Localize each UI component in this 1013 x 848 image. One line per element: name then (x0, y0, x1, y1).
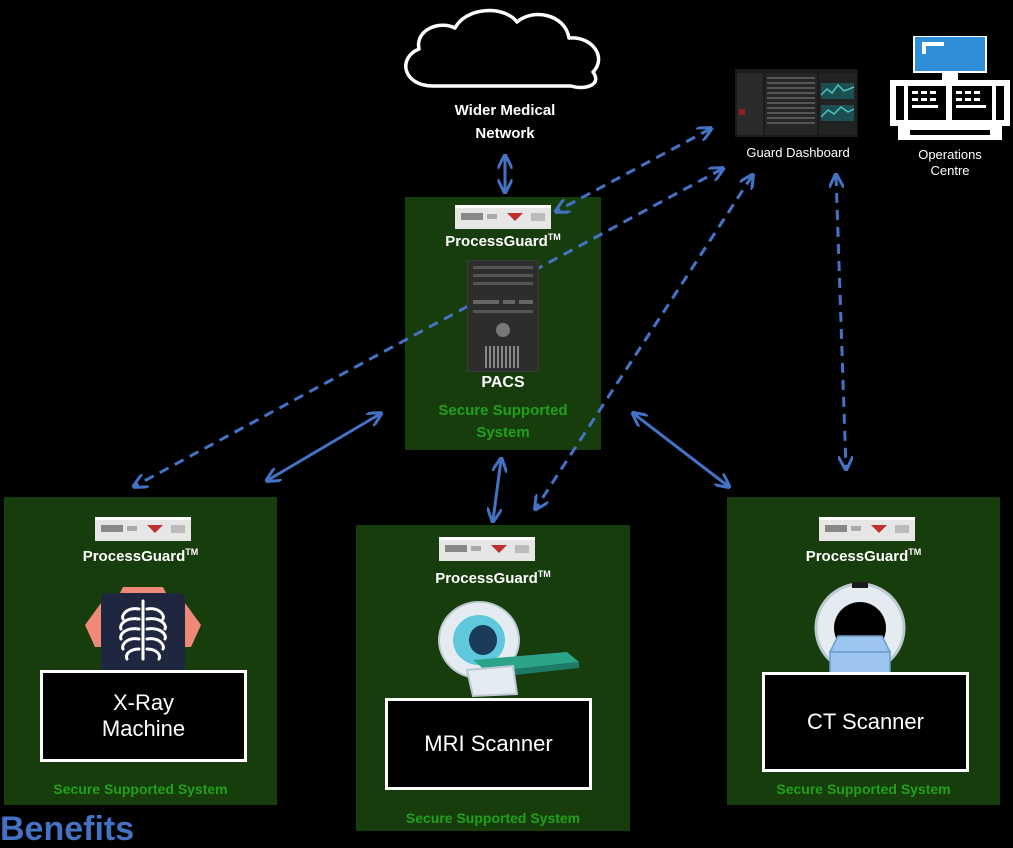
network-label: Wider Medical Network (454, 102, 556, 142)
server-tower-icon (467, 260, 539, 372)
link-pacs-ct (634, 414, 728, 486)
link-pacs-mri (493, 460, 501, 520)
xray-processguard-label: ProcessGuardTM (82, 547, 199, 565)
xray-device-box: X-Ray Machine (40, 670, 247, 762)
ct-secure-label: Secure Supported System (776, 781, 951, 797)
operations-centre-label: Operations Centre (918, 147, 982, 179)
xray-secure-label: Secure Supported System (53, 781, 228, 797)
dashboard-label: Guard Dashboard (746, 145, 850, 160)
pacs-processguard-appliance-icon (455, 205, 551, 229)
pacs-name-label: PACS (481, 374, 525, 391)
link-dashboard-ct (836, 176, 846, 468)
mri-processguard-label: ProcessGuardTM (435, 569, 551, 587)
ct-processguard-appliance-icon (819, 517, 915, 541)
mri-secure-label: Secure Supported System (405, 810, 581, 826)
link-dashboard-mri (536, 176, 752, 508)
pacs-processguard-label: ProcessGuardTM (445, 232, 561, 250)
xray-processguard-appliance-icon (95, 517, 191, 541)
mri-device-box: MRI Scanner (385, 698, 592, 790)
operations-centre-icon (890, 36, 1010, 140)
link-pacs-xray (268, 414, 380, 480)
ct-device-box: CT Scanner (762, 672, 969, 772)
xray-ribcage-icon (85, 587, 201, 675)
pacs-secure-label: Secure Supported System (438, 402, 568, 441)
mri-machine-icon (438, 601, 579, 698)
cloud-icon (404, 8, 601, 90)
mri-processguard-appliance-icon (439, 537, 535, 561)
ct-processguard-label: ProcessGuardTM (805, 547, 922, 565)
footer-heading: Benefits (0, 810, 135, 848)
dashboard-screenshot-icon (735, 69, 858, 137)
